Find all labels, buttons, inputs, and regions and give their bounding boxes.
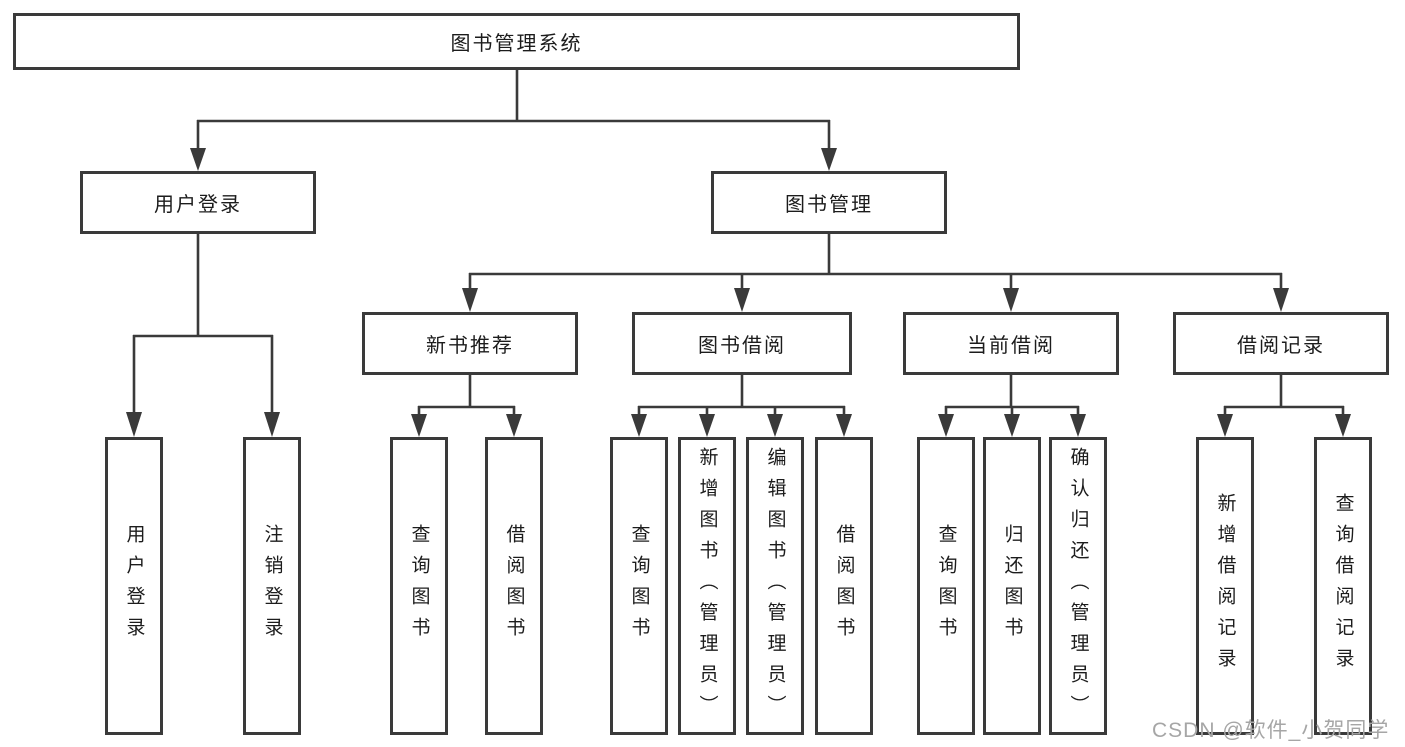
- node-label: 借阅图书: [833, 524, 855, 648]
- node-label: 图书管理系统: [450, 33, 583, 55]
- leaf-records-query-borrow-record: 查询借阅记录: [1314, 437, 1372, 735]
- leaf-borrowing-edit-books-admin: 编辑图书（管理员）: [746, 437, 804, 735]
- leaf-borrowing-add-books-admin: 新增图书（管理员）: [678, 437, 736, 735]
- node-library-management-system: 图书管理系统: [13, 13, 1020, 70]
- node-label: 新增图书（管理员）: [696, 446, 718, 726]
- node-label: 查询借阅记录: [1332, 493, 1354, 679]
- node-label: 借阅图书: [503, 524, 525, 648]
- node-book-borrowing: 图书借阅: [632, 312, 852, 375]
- edge-records-to-leaves: [1217, 375, 1351, 437]
- edge-borrowing-to-leaves: [631, 375, 852, 437]
- leaf-current-return-books: 归还图书: [983, 437, 1041, 735]
- node-label: 注销登录: [261, 524, 283, 648]
- node-label: 借阅记录: [1237, 335, 1325, 357]
- edge-root-to-level2: [190, 70, 837, 171]
- edge-recommend-to-leaves: [411, 375, 522, 437]
- leaf-recommend-borrow-books: 借阅图书: [485, 437, 543, 735]
- leaf-borrowing-query-books: 查询图书: [610, 437, 668, 735]
- node-label: 查询图书: [935, 524, 957, 648]
- leaf-current-confirm-return-admin: 确认归还（管理员）: [1049, 437, 1107, 735]
- leaf-logout: 注销登录: [243, 437, 301, 735]
- leaf-records-add-borrow-record: 新增借阅记录: [1196, 437, 1254, 735]
- node-label: 查询图书: [408, 524, 430, 648]
- edge-book-mgmt-to-level3: [462, 234, 1289, 312]
- node-label: 新增借阅记录: [1214, 493, 1236, 679]
- node-current-borrowing: 当前借阅: [903, 312, 1119, 375]
- leaf-recommend-query-books: 查询图书: [390, 437, 448, 735]
- node-label: 查询图书: [628, 524, 650, 648]
- node-label: 图书管理: [785, 194, 873, 216]
- node-label: 当前借阅: [967, 335, 1055, 357]
- edge-current-to-leaves: [938, 375, 1086, 437]
- node-label: 归还图书: [1001, 524, 1023, 648]
- csdn-watermark: CSDN @软件_小贺同学: [1152, 719, 1390, 742]
- leaf-borrowing-borrow-books: 借阅图书: [815, 437, 873, 735]
- node-label: 确认归还（管理员）: [1067, 446, 1089, 726]
- leaf-user-login: 用户登录: [105, 437, 163, 735]
- node-label: 用户登录: [154, 194, 242, 216]
- node-label: 图书借阅: [698, 335, 786, 357]
- node-label: 用户登录: [123, 524, 145, 648]
- node-label: 编辑图书（管理员）: [764, 446, 786, 726]
- node-user-login: 用户登录: [80, 171, 316, 234]
- node-book-management: 图书管理: [711, 171, 947, 234]
- node-borrowing-records: 借阅记录: [1173, 312, 1389, 375]
- edge-user-login-to-leaves: [126, 234, 280, 437]
- node-label: 新书推荐: [426, 335, 514, 357]
- leaf-current-query-books: 查询图书: [917, 437, 975, 735]
- node-new-book-recommendation: 新书推荐: [362, 312, 578, 375]
